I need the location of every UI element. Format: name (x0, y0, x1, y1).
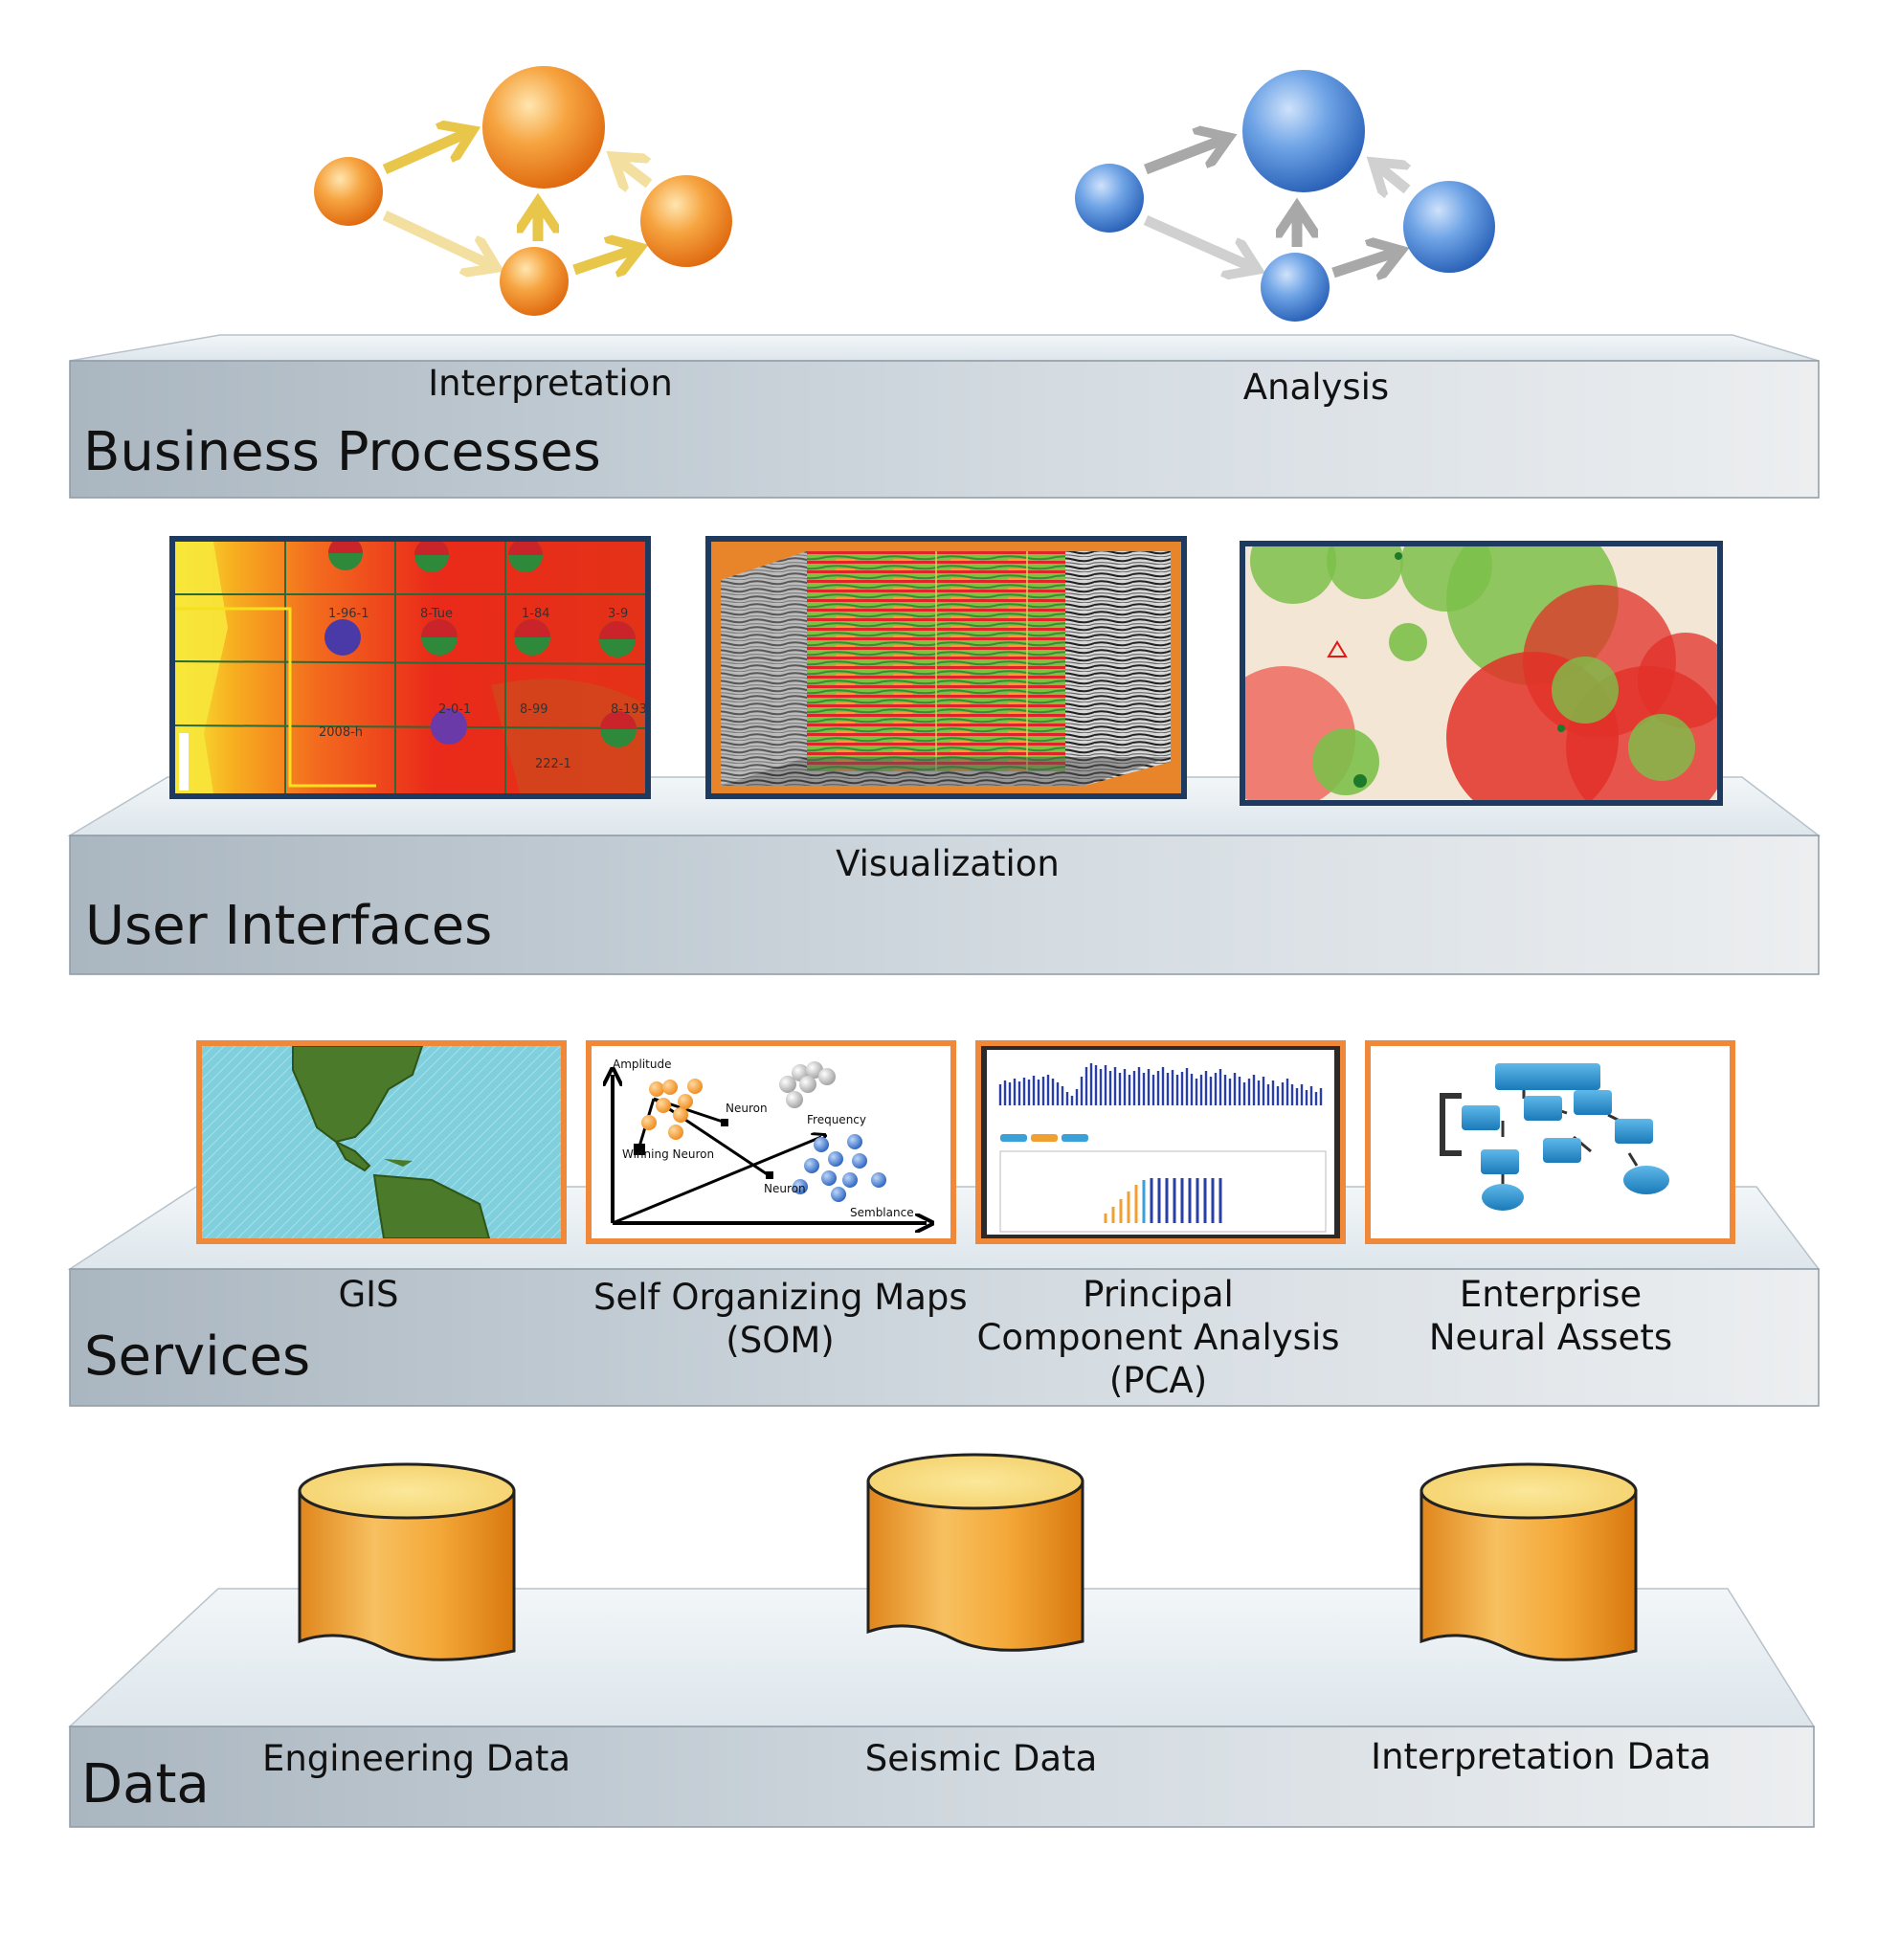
interpretation-data-label: Interpretation Data (1371, 1736, 1711, 1777)
services-title: Services (84, 1325, 311, 1388)
interpretation-graph (314, 66, 732, 316)
neural-node (1615, 1119, 1653, 1144)
process-node (500, 247, 569, 316)
process-node (1261, 253, 1330, 322)
visualization-label: Visualization (836, 843, 1060, 884)
service-label-line: (SOM) (726, 1320, 835, 1362)
service-neural-assets-screenshot (1365, 1040, 1735, 1244)
pca-bars-bottom (1104, 1178, 1222, 1223)
visualization-bubble-screenshot (1240, 541, 1723, 806)
service-pca-label: Principal Component Analysis (PCA) (972, 1273, 1345, 1402)
map-label: 1-96-1 (328, 607, 369, 621)
som-amplitude-label: Amplitude (613, 1058, 672, 1071)
map-label: 2008-h (319, 725, 364, 740)
process-node (1242, 70, 1365, 192)
services-shelf-front (69, 1268, 1820, 1407)
map-label: 8-Tue (420, 607, 453, 621)
database-seismic-data (866, 1453, 1084, 1652)
neural-node (1482, 1184, 1524, 1211)
process-node (1403, 181, 1495, 273)
ui-shelf-front (69, 835, 1820, 975)
database-engineering-data (298, 1462, 516, 1661)
neural-node (1495, 1063, 1600, 1090)
data-shelf-front (69, 1726, 1815, 1828)
service-pca-screenshot (975, 1040, 1346, 1244)
service-label-line: Neural Assets (1428, 1317, 1673, 1359)
map-label: 1-84 (522, 607, 550, 621)
service-label-line: Enterprise (1459, 1274, 1643, 1315)
neural-node (1543, 1138, 1581, 1163)
business-processes-title: Business Processes (83, 421, 601, 483)
visualization-map-screenshot: 1-96-1 8-Tue 1-84 3-9 2008-h 2-0-1 8-99 … (169, 536, 651, 799)
map-well-markers (324, 542, 637, 747)
service-gis-label: GIS (220, 1273, 517, 1316)
process-node (482, 66, 605, 189)
service-label-line: GIS (338, 1274, 399, 1315)
process-node (640, 175, 732, 267)
map-label: 222-1 (535, 757, 571, 771)
process-node (314, 157, 383, 226)
service-gis-screenshot (196, 1040, 567, 1244)
service-label-line: (PCA) (1108, 1360, 1208, 1402)
database-interpretation-data (1419, 1462, 1638, 1661)
pca-bars-top (998, 1063, 1323, 1105)
map-label: 8-193 (611, 702, 647, 717)
interpretation-label: Interpretation (428, 363, 673, 404)
som-neuron-label: Neuron (764, 1182, 806, 1195)
user-interfaces-title: User Interfaces (85, 895, 493, 957)
som-neuron-label: Neuron (726, 1102, 768, 1115)
som-semblance-label: Semblance (850, 1206, 914, 1219)
neural-node (1574, 1090, 1612, 1115)
map-label: 2-0-1 (438, 702, 472, 717)
neural-node (1524, 1096, 1562, 1121)
service-label-line: Component Analysis (976, 1317, 1340, 1359)
neural-node (1462, 1105, 1500, 1130)
service-neural-assets-label: Enterprise Neural Assets (1369, 1273, 1732, 1359)
service-som-label: Self Organizing Maps (SOM) (593, 1276, 968, 1362)
service-som-screenshot: Amplitude Neuron Frequency Winning Neuro… (586, 1040, 956, 1244)
som-winning-neuron-label: Winning Neuron (622, 1147, 715, 1161)
engineering-data-label: Engineering Data (261, 1738, 571, 1779)
service-label-line: Self Organizing Maps (593, 1277, 968, 1318)
neural-node (1623, 1166, 1669, 1194)
service-label-line: Principal (1083, 1274, 1234, 1315)
visualization-seismic-screenshot (705, 536, 1187, 799)
analysis-graph (1075, 70, 1495, 322)
som-frequency-label: Frequency (807, 1113, 866, 1126)
business-shelf-front (69, 360, 1820, 499)
analysis-label: Analysis (1242, 367, 1390, 408)
seismic-data-label: Seismic Data (864, 1738, 1098, 1779)
process-node (1075, 164, 1144, 233)
neural-node (1481, 1149, 1519, 1174)
data-title: Data (81, 1753, 210, 1815)
map-label: 3-9 (608, 607, 629, 621)
map-label: 8-99 (520, 702, 548, 717)
